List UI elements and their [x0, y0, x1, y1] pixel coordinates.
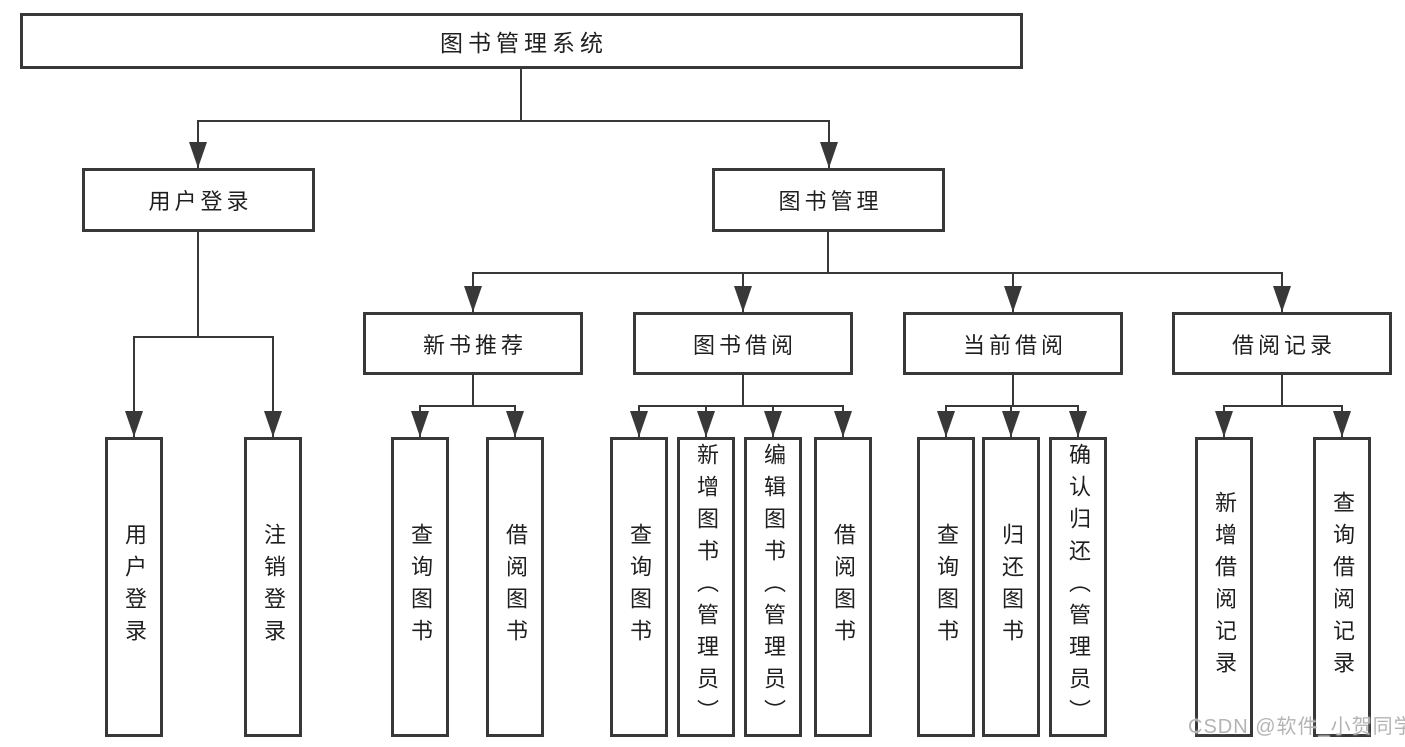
- leaf-edit-book-admin: 编辑图书（管理员）: [744, 437, 802, 737]
- node-current-borrow: 当前借阅: [903, 312, 1123, 375]
- arrowhead-down-icon: [1004, 286, 1022, 312]
- node-library-management-system: 图书管理系统: [20, 13, 1023, 69]
- connector-bar: [472, 272, 1283, 274]
- watermark: CSDN @软件_小贺同学: [1188, 716, 1405, 738]
- connector-line: [272, 336, 274, 437]
- connector-line: [197, 232, 199, 336]
- leaf-query-books-recommend: 查询图书: [391, 437, 449, 737]
- leaf-user-login: 用户登录: [105, 437, 163, 737]
- arrowhead-down-icon: [834, 411, 852, 437]
- node-new-book-recommend: 新书推荐: [363, 312, 583, 375]
- connector-bar: [419, 405, 516, 407]
- connector-bar: [1223, 405, 1343, 407]
- connector-line: [742, 375, 744, 405]
- connector-line: [827, 232, 829, 272]
- connector-bar: [638, 405, 844, 407]
- arrowhead-down-icon: [1002, 411, 1020, 437]
- leaf-logout: 注销登录: [244, 437, 302, 737]
- leaf-add-book-admin: 新增图书（管理员）: [677, 437, 735, 737]
- leaf-confirm-return-admin: 确认归还（管理员）: [1049, 437, 1107, 737]
- arrowhead-down-icon: [820, 142, 838, 168]
- arrowhead-down-icon: [937, 411, 955, 437]
- arrowhead-down-icon: [264, 411, 282, 437]
- arrowhead-down-icon: [697, 411, 715, 437]
- arrowhead-down-icon: [506, 411, 524, 437]
- leaf-query-books-current: 查询图书: [917, 437, 975, 737]
- arrowhead-down-icon: [125, 411, 143, 437]
- leaf-add-borrow-record: 新增借阅记录: [1195, 437, 1253, 737]
- connector-line: [472, 375, 474, 405]
- arrowhead-down-icon: [1069, 411, 1087, 437]
- connector-line: [1281, 375, 1283, 405]
- leaf-query-books-borrow: 查询图书: [610, 437, 668, 737]
- arrowhead-down-icon: [189, 142, 207, 168]
- arrowhead-down-icon: [630, 411, 648, 437]
- arrowhead-down-icon: [1215, 411, 1233, 437]
- arrowhead-down-icon: [764, 411, 782, 437]
- connector-bar: [945, 405, 1079, 407]
- leaf-return-books: 归还图书: [982, 437, 1040, 737]
- connector-line: [1012, 375, 1014, 405]
- node-borrow-records: 借阅记录: [1172, 312, 1392, 375]
- leaf-borrow-books: 借阅图书: [814, 437, 872, 737]
- node-book-borrow: 图书借阅: [633, 312, 853, 375]
- node-user-login: 用户登录: [82, 168, 315, 232]
- arrowhead-down-icon: [464, 286, 482, 312]
- node-book-management: 图书管理: [712, 168, 945, 232]
- arrowhead-down-icon: [734, 286, 752, 312]
- leaf-borrow-books-recommend: 借阅图书: [486, 437, 544, 737]
- connector-bar: [133, 336, 274, 338]
- connector-line: [520, 69, 522, 120]
- arrowhead-down-icon: [1333, 411, 1351, 437]
- connector-bar: [197, 120, 830, 122]
- connector-line: [133, 336, 135, 437]
- leaf-query-borrow-record: 查询借阅记录: [1313, 437, 1371, 737]
- arrowhead-down-icon: [1273, 286, 1291, 312]
- arrowhead-down-icon: [411, 411, 429, 437]
